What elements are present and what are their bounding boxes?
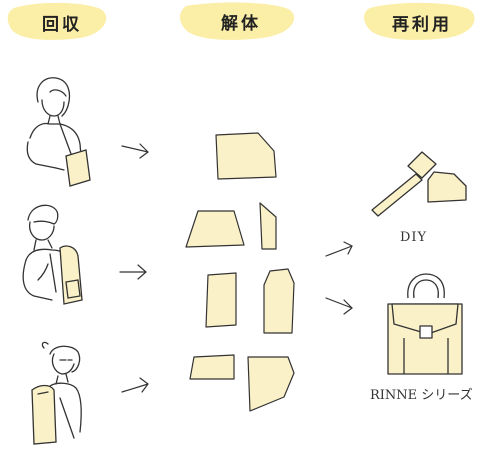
fabric-pieces (185, 132, 295, 412)
arrow-icon (121, 377, 149, 393)
hammer-icon (371, 151, 467, 217)
arrow-icon (325, 241, 353, 257)
fabric-piece (247, 356, 295, 412)
header-collect: 回収 (42, 15, 82, 35)
rinne-series-label: RINNE シリーズ (370, 388, 473, 403)
fabric-piece (205, 272, 237, 328)
handbag-icon (387, 273, 463, 375)
arrow-icon (121, 143, 149, 159)
fabric-piece (215, 132, 277, 180)
header-background (7, 2, 475, 40)
fabric-piece (263, 268, 295, 334)
header-reuse: 再利用 (392, 15, 452, 35)
fabric-piece (185, 210, 245, 248)
woman-shoulder-bag-icon (26, 77, 91, 187)
girl-backpack-icon (31, 341, 82, 445)
arrow-icon (119, 264, 147, 280)
diy-label: DIY (400, 230, 428, 245)
arrow-icon (325, 297, 353, 315)
fabric-piece (259, 202, 277, 250)
header-disassemble: 解体 (221, 14, 261, 34)
man-backpack-icon (22, 204, 83, 305)
fabric-piece (189, 354, 235, 380)
